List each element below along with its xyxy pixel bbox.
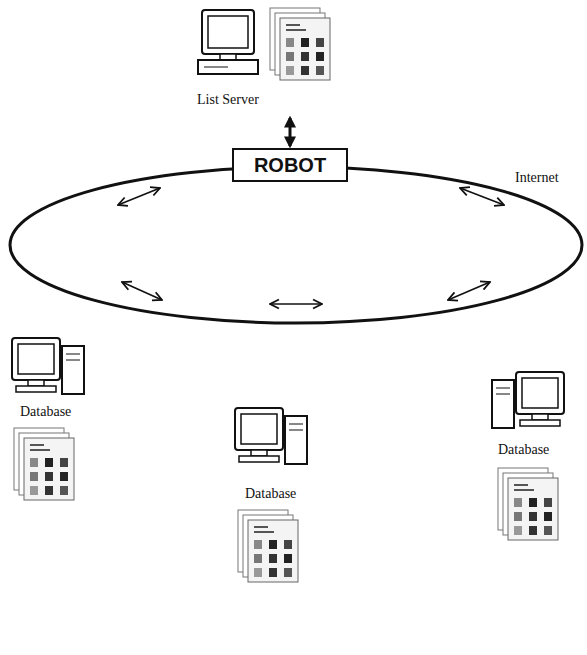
- link-arrow: [289, 118, 292, 146]
- network-label: Internet: [515, 170, 559, 186]
- robot-box: ROBOT: [232, 148, 348, 182]
- computer-label: Database: [20, 404, 71, 420]
- robot-label: ROBOT: [254, 154, 326, 177]
- computer-label: List Server: [197, 92, 259, 108]
- database-node: Database: [235, 484, 315, 506]
- database-node: Database: [490, 440, 570, 462]
- database-node: Database: [12, 402, 92, 424]
- computer-label: Database: [245, 486, 296, 502]
- computer-label: Database: [498, 442, 549, 458]
- server-node: List Server: [185, 4, 337, 116]
